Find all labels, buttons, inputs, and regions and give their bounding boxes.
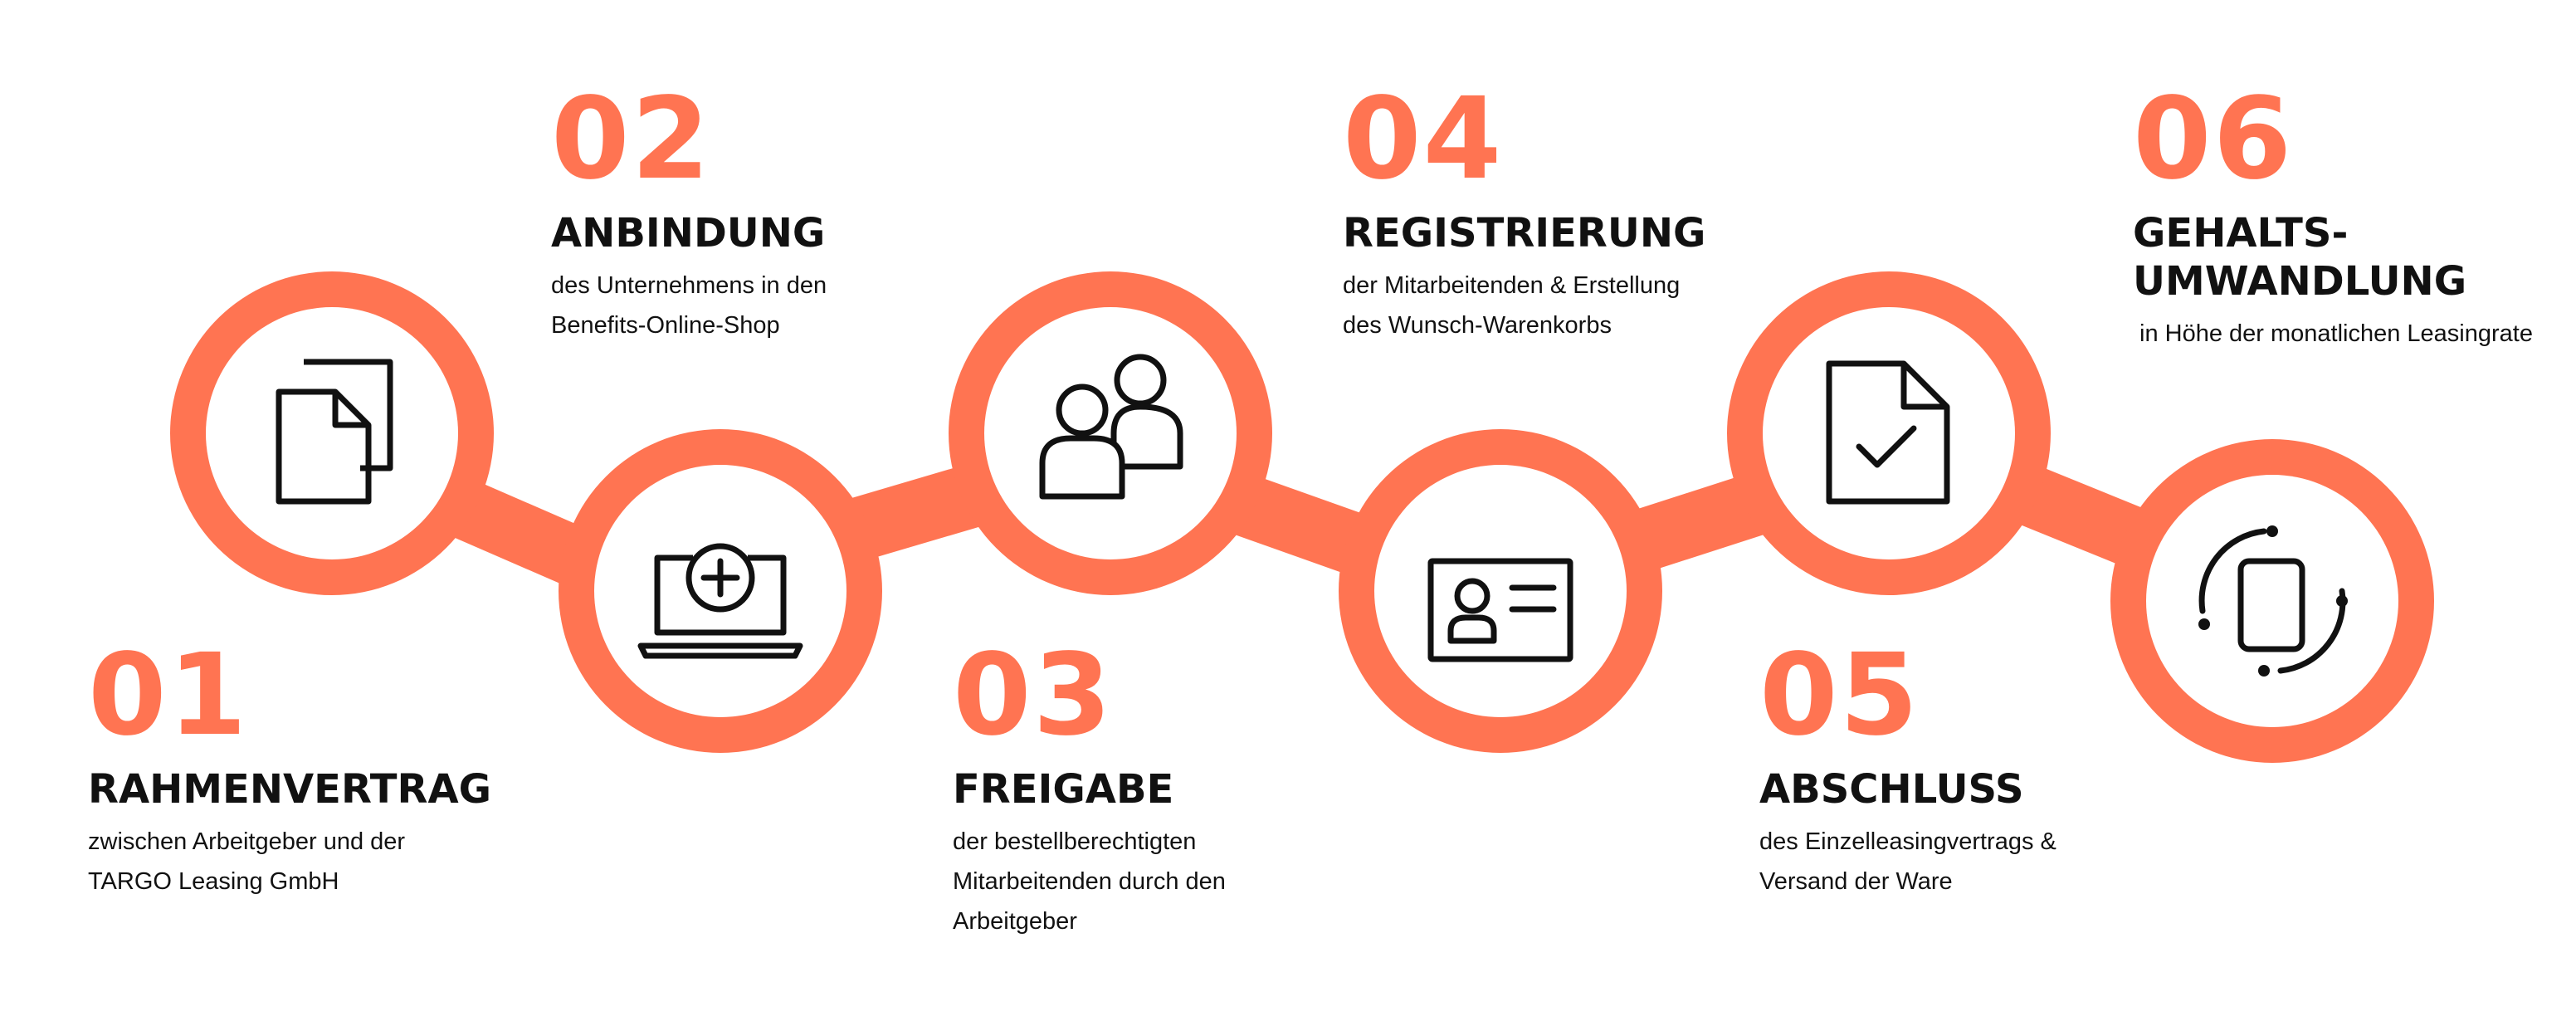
step-description: des Einzelleasingvertrags & Versand der … [1759,828,2056,895]
step-title: RAHMENVERTRAG [88,766,491,813]
step-title: ANBINDUNG [551,210,826,256]
documents-icon [276,359,393,505]
laptop-plus-icon [637,543,803,659]
step-ring-06 [2110,439,2434,763]
step-title: REGISTRIERUNG [1343,210,1706,256]
step-ring-03 [949,271,1272,595]
tablet-rotate-icon [2198,525,2348,677]
step-description: des Unternehmens in den Benefits-Online-… [551,272,827,339]
step-number: 06 [2133,74,2294,205]
step-05: 05 ABSCHLUSS des Einzelleasingvertrags &… [1759,639,2056,901]
step-02: 02 ANBINDUNG des Unternehmens in den Ben… [551,83,827,345]
step-03: 03 FREIGABE der bestellberechtigten Mita… [953,639,1226,941]
id-card-icon [1427,558,1573,662]
step-description: der bestellberechtigten Mitarbeitenden d… [953,828,1226,935]
step-06: 06 GEHALTS- UMWANDLUNG in Höhe der monat… [2133,83,2533,354]
step-title: FREIGABE [953,766,1174,813]
users-icon [1039,354,1183,500]
step-ring-02 [559,429,882,753]
step-04: 04 REGISTRIERUNG der Mitarbeitenden & Er… [1343,83,1705,345]
step-description: zwischen Arbeitgeber und der TARGO Leasi… [88,828,406,895]
step-ring-01 [170,271,494,595]
step-number: 03 [953,630,1114,761]
step-number: 05 [1759,630,1920,761]
step-description: in Höhe der monatlichen Leasingrate [2139,320,2533,347]
step-number: 01 [88,630,249,761]
step-number: 04 [1343,74,1504,205]
document-check-icon [1826,360,1950,505]
step-ring-04 [1339,429,1662,753]
step-title: GEHALTS- UMWANDLUNG [2133,210,2467,305]
step-title: ABSCHLUSS [1759,766,2024,813]
step-01: 01 RAHMENVERTRAG zwischen Arbeitgeber un… [88,639,491,901]
step-description: der Mitarbeitenden & Erstellung des Wuns… [1343,272,1681,339]
step-number: 02 [551,74,712,205]
step-ring-05 [1727,271,2051,595]
